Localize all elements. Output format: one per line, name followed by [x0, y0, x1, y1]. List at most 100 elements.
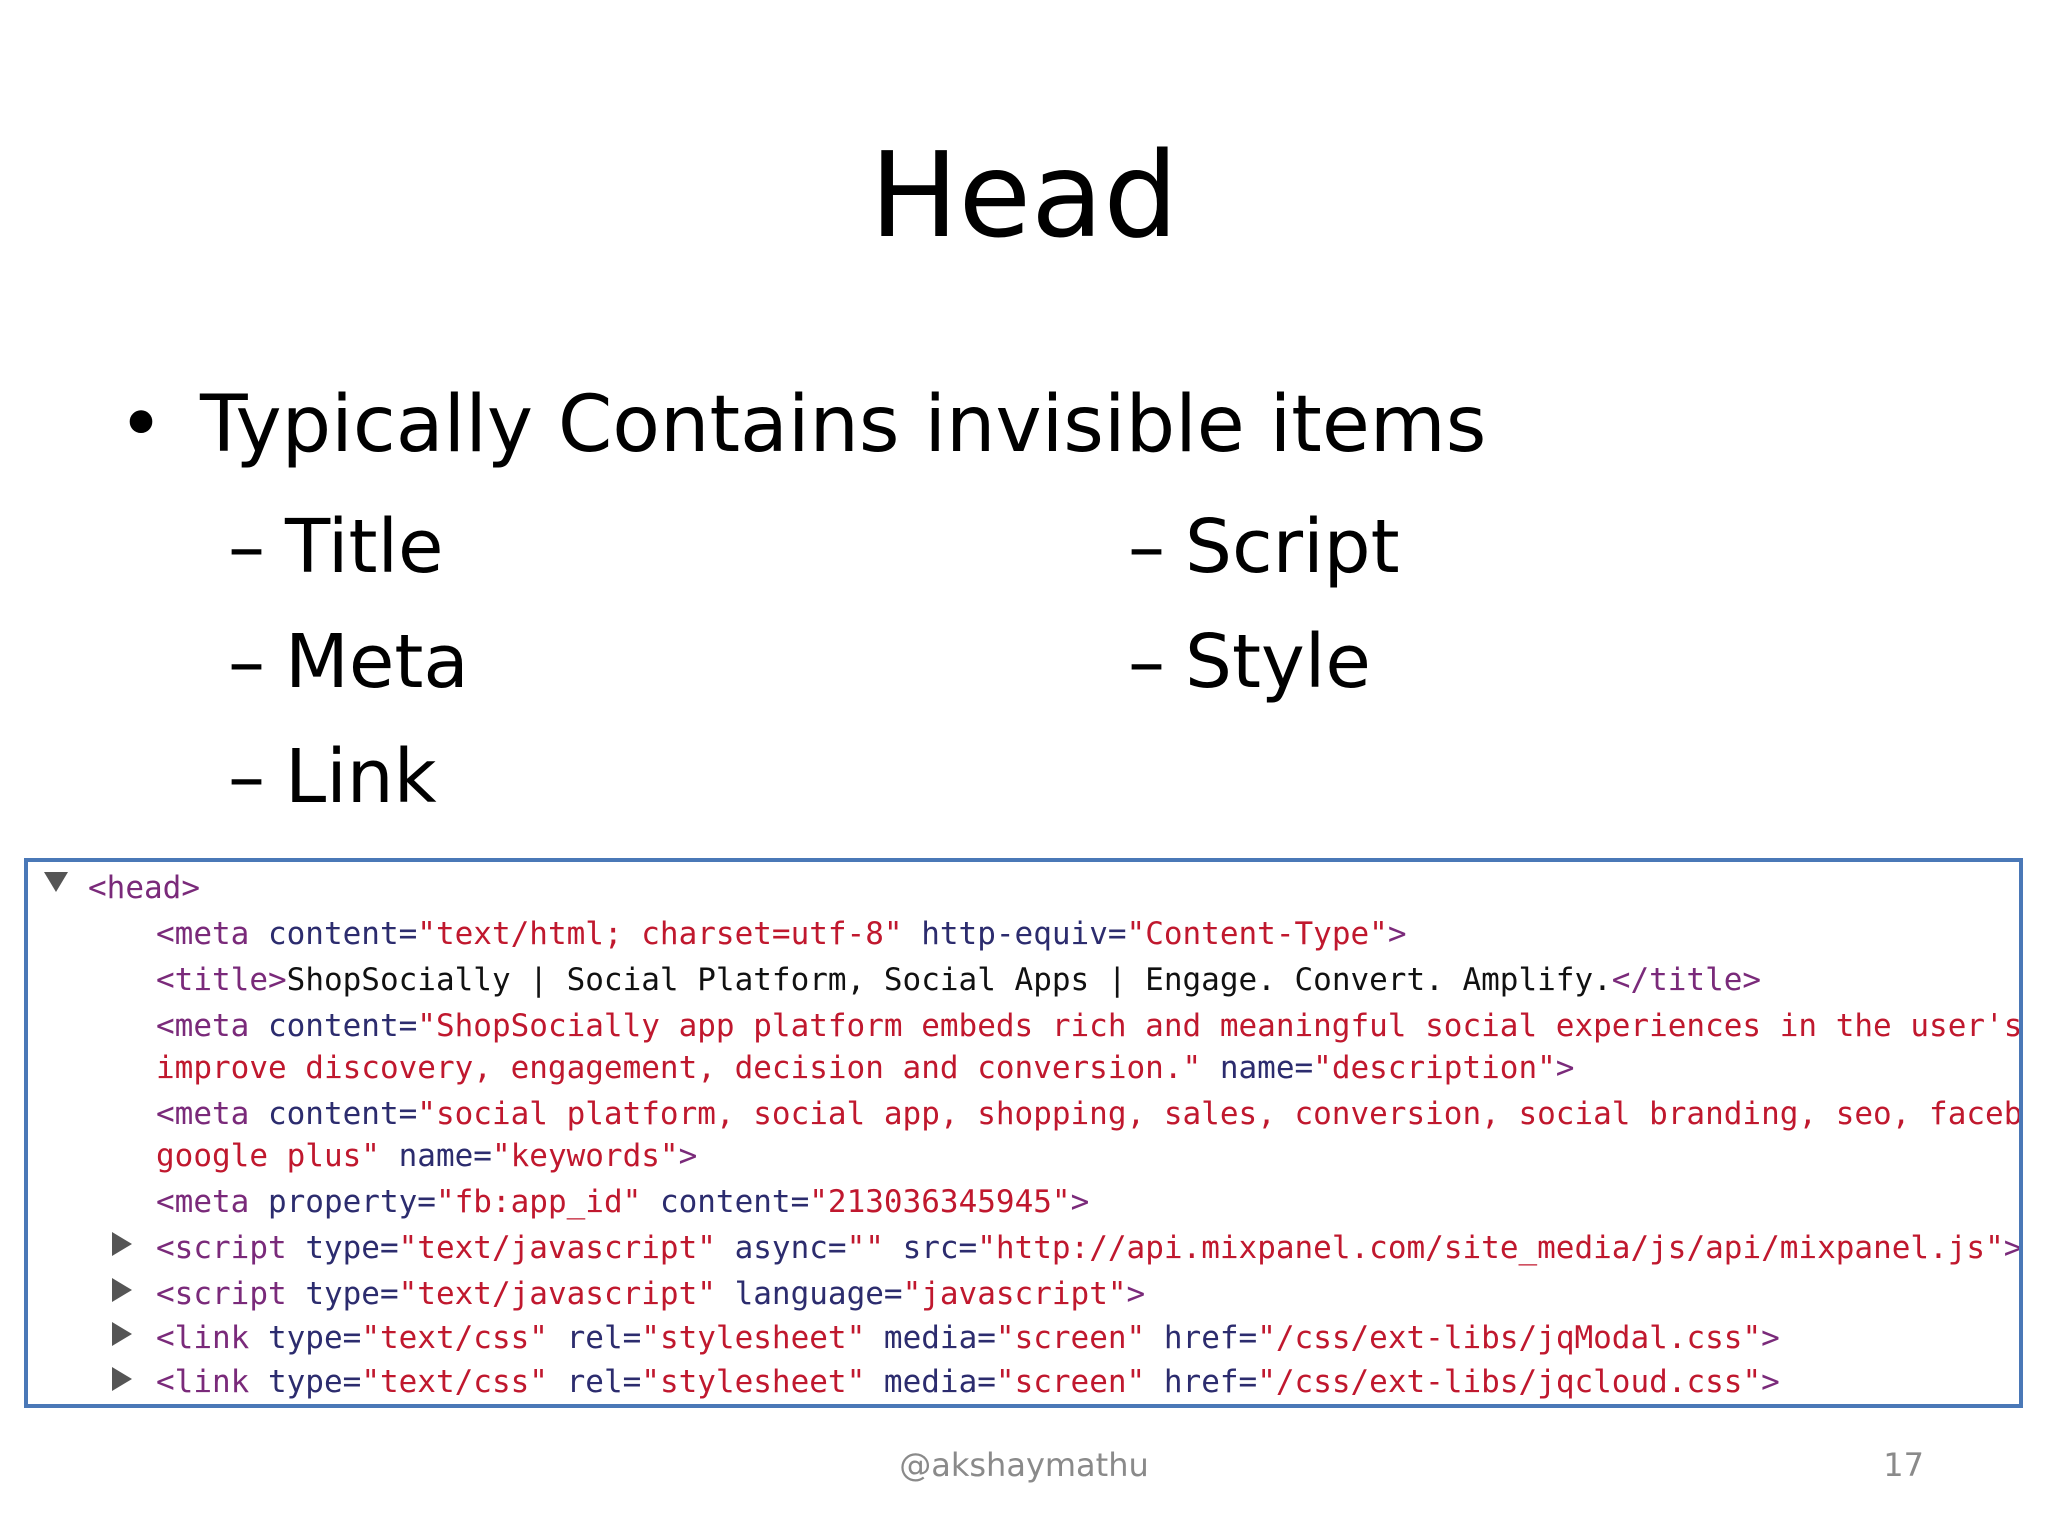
code-attr: language= — [715, 1276, 903, 1312]
code-value: improve discovery, engagement, decision … — [156, 1050, 1202, 1086]
code-attr: media= — [865, 1364, 996, 1400]
code-tag: > — [2003, 1230, 2023, 1266]
sub-item-link: –Link — [228, 735, 437, 819]
footer-handle: @akshaymathu — [899, 1446, 1149, 1484]
code-value: "text/css" — [361, 1364, 548, 1400]
sub-item-label: Link — [285, 734, 437, 820]
dash: – — [228, 504, 265, 590]
collapsed-triangle-icon — [112, 1232, 132, 1256]
code-value: "fb:app_id" — [435, 1184, 642, 1220]
code-attr: media= — [865, 1320, 996, 1356]
code-value: "stylesheet" — [641, 1320, 866, 1356]
code-line-meta-content-type: <meta content="text/html; charset=utf-8"… — [156, 914, 1407, 954]
code-attr: content= — [267, 1096, 418, 1132]
sub-item-style: –Style — [1128, 620, 1371, 704]
code-screenshot: <head> <meta content="text/html; charset… — [24, 858, 2023, 1408]
code-attr: type= — [305, 1230, 399, 1266]
page-number: 17 — [1883, 1446, 1924, 1484]
code-tag: > — [1555, 1050, 1575, 1086]
code-value: "description" — [1313, 1050, 1556, 1086]
code-attr: type= — [267, 1320, 362, 1356]
code-value: "/css/ext-libs/jqModal.css" — [1257, 1320, 1762, 1356]
code-line-title: <title>ShopSocially | Social Platform, S… — [156, 960, 1761, 1000]
code-tag: > — [1070, 1184, 1090, 1220]
dash: – — [228, 619, 265, 705]
code-attr: href= — [1145, 1364, 1258, 1400]
collapsed-triangle-icon — [112, 1322, 132, 1346]
sub-item-label: Title — [285, 504, 444, 590]
dash: – — [1128, 619, 1165, 705]
dash: – — [1128, 504, 1165, 590]
code-value: "keywords" — [491, 1138, 679, 1174]
code-line-link-jqcloud: <link type="text/css" rel="stylesheet" m… — [156, 1362, 1780, 1402]
code-value: "213036345945" — [809, 1184, 1071, 1220]
code-attr: content= — [641, 1184, 810, 1220]
code-tag: <head> — [88, 870, 200, 906]
code-value: "text/css" — [361, 1320, 548, 1356]
bullet-marker: • — [118, 380, 165, 470]
code-attr: content= — [267, 916, 418, 952]
code-head-open: <head> — [88, 868, 200, 908]
code-tag: <title> — [156, 962, 287, 998]
code-line-meta-keywords: <meta content="social platform, social a… — [156, 1094, 2023, 1134]
code-attr: rel= — [547, 1364, 642, 1400]
slide-title: Head — [869, 126, 1179, 264]
code-value: "Content-Type" — [1126, 916, 1388, 952]
code-tag: <script — [156, 1230, 306, 1266]
sub-item-label: Style — [1185, 619, 1371, 705]
collapsed-triangle-icon — [112, 1367, 132, 1391]
code-value: "ShopSocially app platform embeds rich a… — [417, 1008, 2023, 1044]
sub-item-label: Script — [1185, 504, 1400, 590]
code-attr: name= — [379, 1138, 492, 1174]
code-attr: rel= — [547, 1320, 642, 1356]
code-attr: content= — [267, 1008, 418, 1044]
code-tag: </title> — [1611, 962, 1762, 998]
code-tag: <link — [156, 1364, 268, 1400]
code-tag: <meta — [156, 1096, 268, 1132]
code-line-script-javascript: <script type="text/javascript" language=… — [156, 1274, 1145, 1314]
code-attr: src= — [883, 1230, 978, 1266]
code-tag: > — [1126, 1276, 1146, 1312]
main-bullet: • Typically Contains invisible items — [118, 380, 1486, 470]
code-line-meta-fb-app-id: <meta property="fb:app_id" content="2130… — [156, 1182, 1089, 1222]
collapsed-triangle-icon — [112, 1278, 132, 1302]
code-attr: http-equiv= — [902, 916, 1127, 952]
code-tag: <meta — [156, 916, 268, 952]
code-line-link-jqmodal: <link type="text/css" rel="stylesheet" m… — [156, 1318, 1780, 1358]
code-attr: href= — [1145, 1320, 1258, 1356]
code-tag: > — [1387, 916, 1407, 952]
code-value: "http://api.mixpanel.com/site_media/js/a… — [977, 1230, 2004, 1266]
code-tag: <meta — [156, 1008, 268, 1044]
code-value: "text/html; charset=utf-8" — [417, 916, 903, 952]
code-text: ShopSocially | Social Platform, Social A… — [286, 962, 1612, 998]
bullet-text: Typically Contains invisible items — [200, 380, 1487, 470]
code-attr: type= — [305, 1276, 399, 1312]
code-value: "social platform, social app, shopping, … — [417, 1096, 2023, 1132]
code-tag: > — [1761, 1320, 1780, 1356]
code-tag: > — [1761, 1364, 1780, 1400]
code-value: "javascript" — [902, 1276, 1127, 1312]
code-tag: <script — [156, 1276, 306, 1312]
code-value: google plus" — [156, 1138, 380, 1174]
sub-item-script: –Script — [1128, 505, 1400, 589]
sub-item-label: Meta — [285, 619, 469, 705]
code-value: "text/javascript" — [398, 1276, 716, 1312]
dash: – — [228, 734, 265, 820]
sub-item-title: –Title — [228, 505, 444, 589]
code-value: "screen" — [995, 1364, 1146, 1400]
code-attr: type= — [267, 1364, 362, 1400]
code-value: "/css/ext-libs/jqcloud.css" — [1257, 1364, 1762, 1400]
code-value: "" — [846, 1230, 884, 1266]
code-attr: async= — [715, 1230, 847, 1266]
code-line-meta-description-cont: improve discovery, engagement, decision … — [156, 1048, 1574, 1088]
code-tag: <link — [156, 1320, 268, 1356]
code-value: "screen" — [995, 1320, 1146, 1356]
sub-item-meta: –Meta — [228, 620, 469, 704]
code-tag: > — [678, 1138, 698, 1174]
code-line-meta-keywords-cont: google plus" name="keywords"> — [156, 1136, 697, 1176]
code-value: "stylesheet" — [641, 1364, 866, 1400]
code-tag: <meta — [156, 1184, 268, 1220]
code-attr: property= — [267, 1184, 436, 1220]
code-value: "text/javascript" — [398, 1230, 716, 1266]
